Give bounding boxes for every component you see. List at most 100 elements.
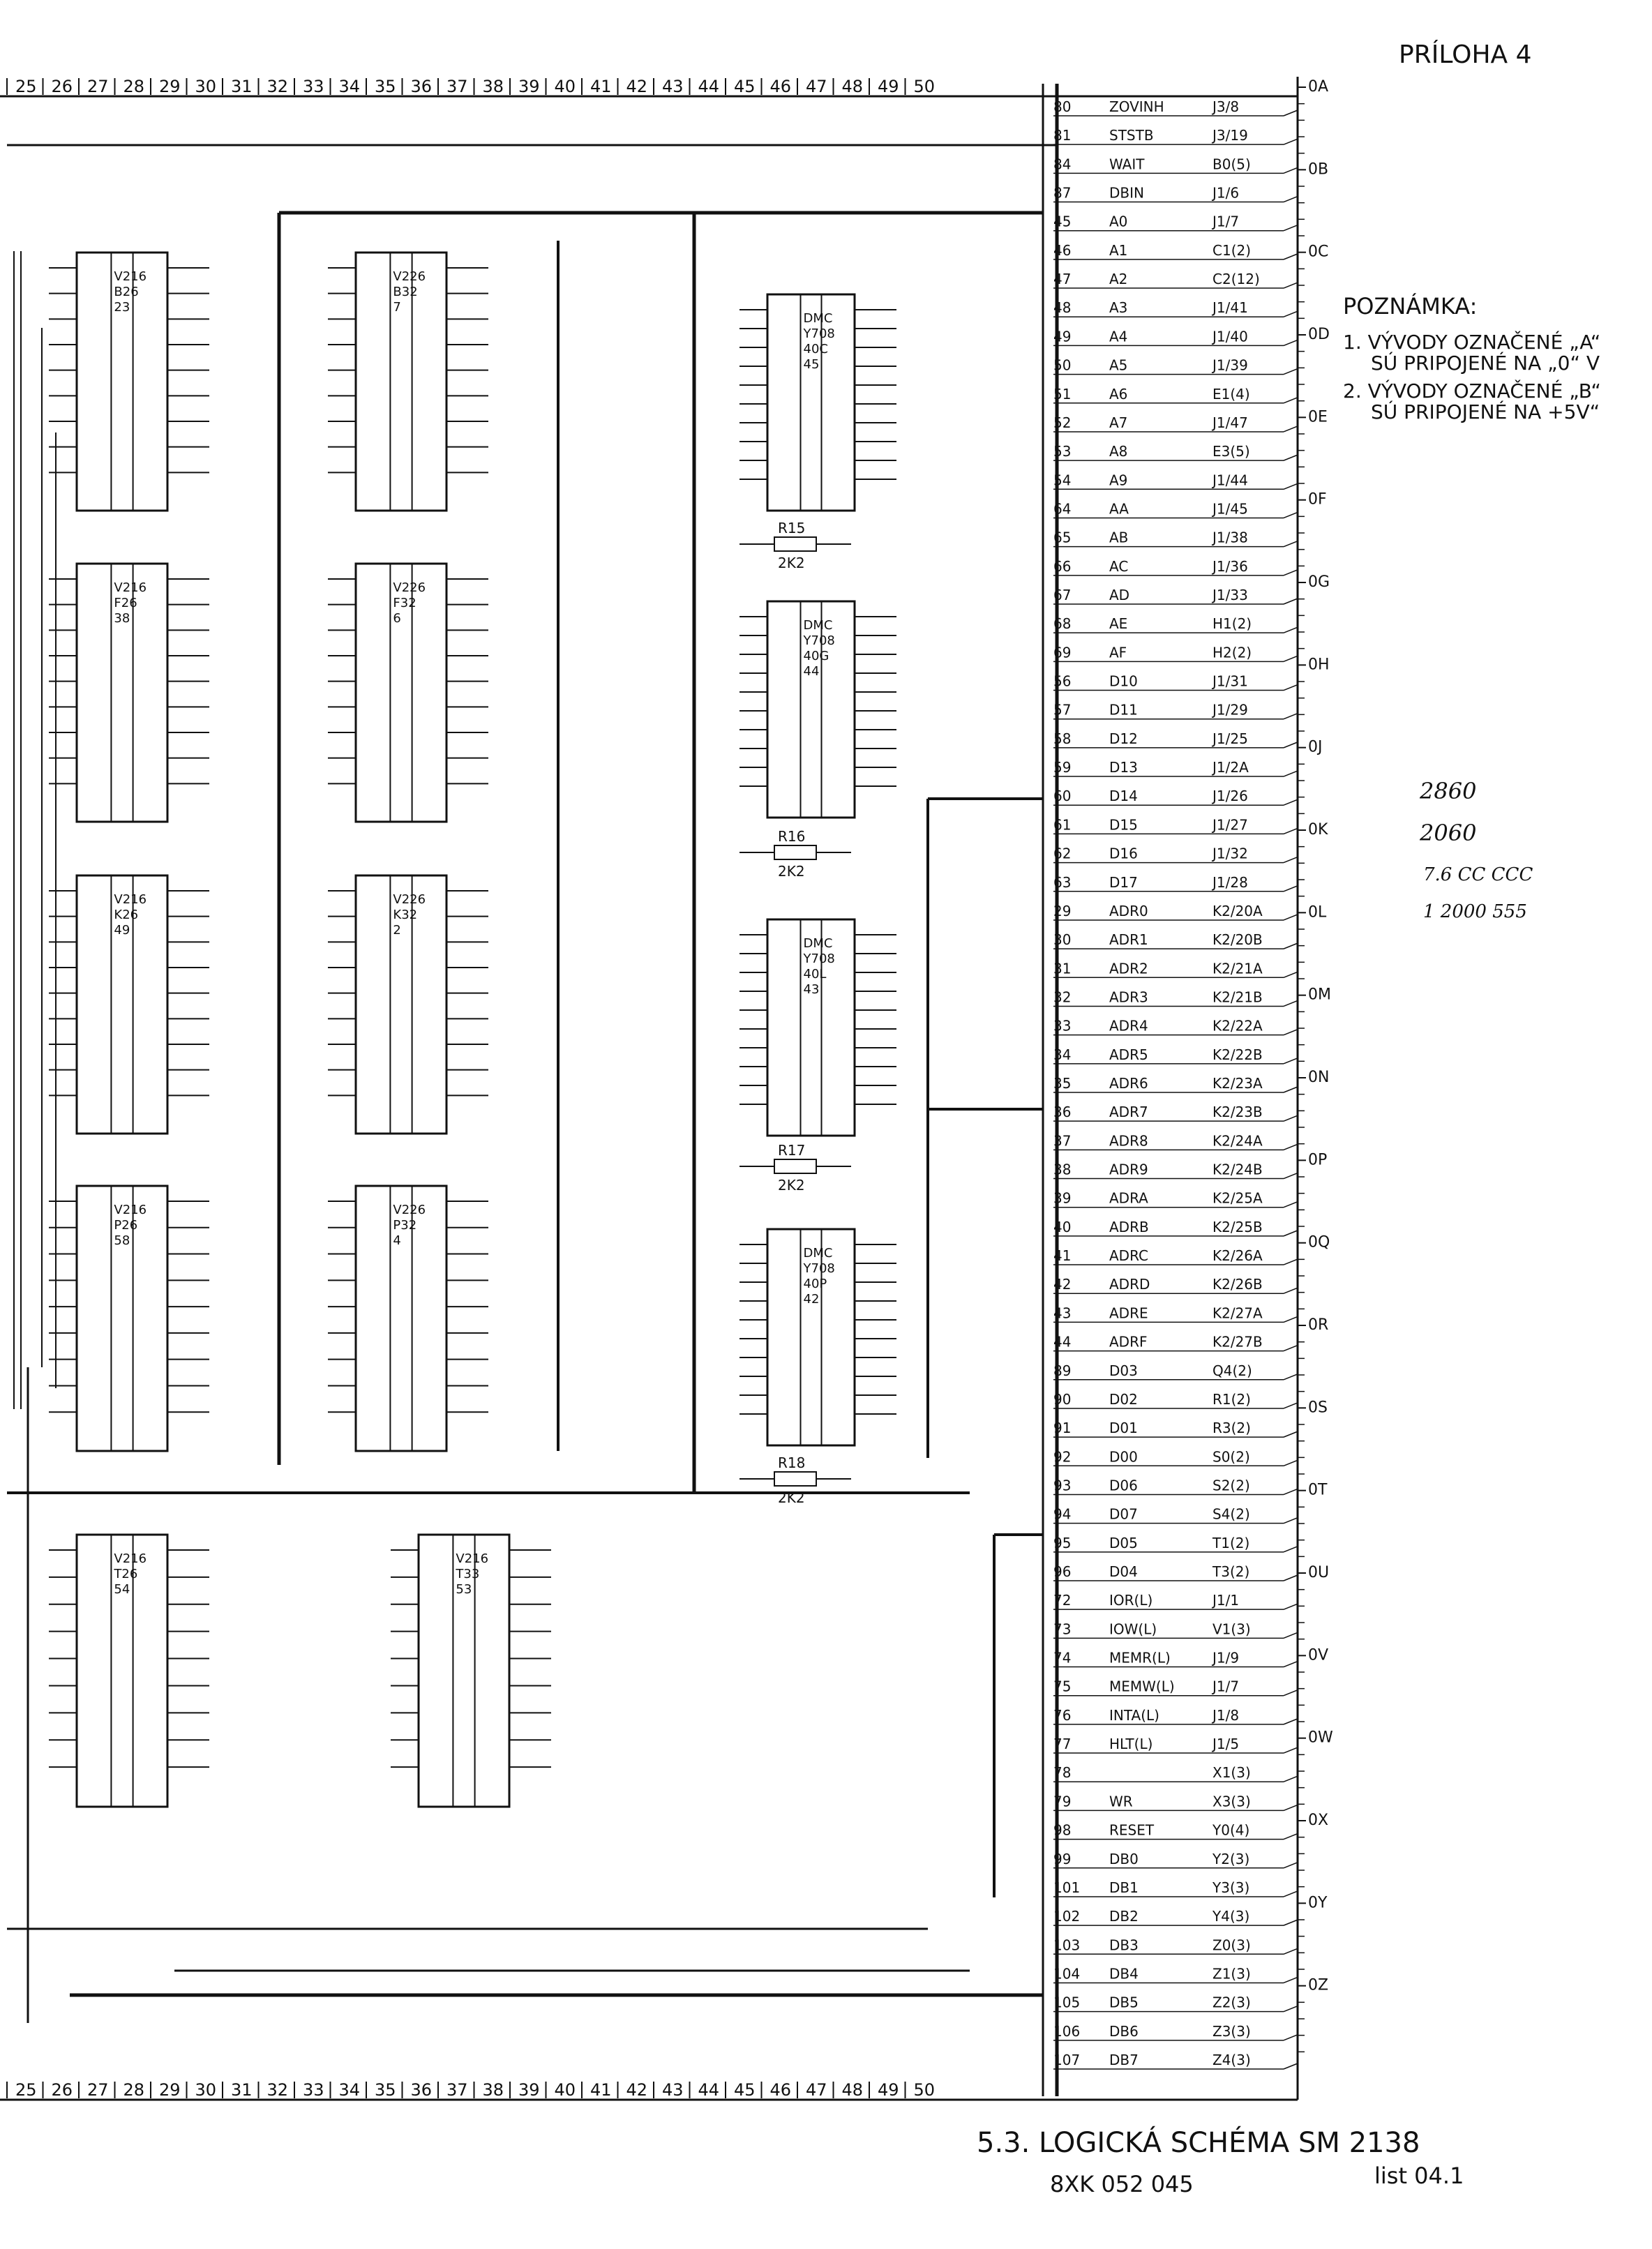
connector-destination: J1/6 <box>1211 185 1239 202</box>
connector-pin: 60 <box>1053 788 1071 804</box>
ruler-top-label: 33 <box>303 77 324 96</box>
connector-destination: K2/21A <box>1212 960 1263 977</box>
connector-group-marker: 0R <box>1308 1316 1328 1334</box>
connector-signal: D17 <box>1109 874 1138 891</box>
chip-label: Y708 <box>803 326 835 341</box>
connector-pin: 40 <box>1053 1219 1071 1235</box>
connector-signal: IOW(L) <box>1109 1620 1157 1637</box>
connector-pin: 91 <box>1053 1420 1071 1436</box>
resistor-name: R18 <box>778 1454 805 1471</box>
connector-signal: D06 <box>1109 1477 1138 1494</box>
chip-label: F32 <box>393 596 416 610</box>
ruler-top-label: 27 <box>87 77 109 96</box>
note-line-1b: SÚ PRIPOJENÉ NA „0“ V <box>1371 351 1600 375</box>
connector-arrow <box>1283 110 1298 116</box>
connector-pin: 90 <box>1053 1391 1071 1408</box>
connector-group-marker: 0X <box>1308 1812 1328 1829</box>
chip-label: 53 <box>456 1582 472 1597</box>
connector-pin: 53 <box>1053 443 1071 460</box>
ruler-top-label: 44 <box>698 77 720 96</box>
ruler-top-label: 34 <box>339 77 361 96</box>
connector-signal: DB0 <box>1109 1851 1139 1867</box>
connector-signal: A5 <box>1109 357 1127 374</box>
connector-pin: 84 <box>1053 156 1071 172</box>
chip-label: DMC <box>804 936 833 951</box>
connector-pin: 78 <box>1053 1764 1071 1781</box>
connector-pin: 35 <box>1053 1075 1071 1092</box>
connector-destination: R3(2) <box>1212 1420 1251 1436</box>
connector-arrow <box>1283 1718 1298 1725</box>
connector-group-marker: 0H <box>1308 656 1330 673</box>
connector-signal: ADR7 <box>1109 1104 1148 1120</box>
connector-destination: C2(12) <box>1212 271 1260 287</box>
connector-arrow <box>1283 626 1298 633</box>
connector-pin: 67 <box>1053 587 1071 603</box>
connector-destination: K2/26B <box>1212 1276 1263 1293</box>
ruler-bottom-label: 25 <box>15 2080 37 2100</box>
chip-label: 40P <box>804 1277 827 1291</box>
chip-label: 40C <box>804 342 828 356</box>
connector-arrow <box>1283 397 1298 404</box>
connector-destination: Y4(3) <box>1212 1908 1249 1925</box>
chip-label: 44 <box>804 664 820 679</box>
connector-signal: DB4 <box>1109 1965 1139 1982</box>
note-line-2a: 2. VÝVODY OZNAČENÉ „B“ <box>1343 379 1601 403</box>
connector-signal: ADRD <box>1109 1276 1150 1293</box>
connector-destination: Z0(3) <box>1212 1936 1251 1953</box>
connector-signal: WAIT <box>1109 156 1145 172</box>
connector-group-marker: 0F <box>1308 491 1327 509</box>
connector-signal: D03 <box>1109 1362 1138 1379</box>
connector-signal: DB3 <box>1109 1936 1139 1953</box>
connector-signal: ADRF <box>1109 1334 1147 1351</box>
connector-destination: T1(2) <box>1212 1535 1249 1551</box>
connector-arrow <box>1283 1374 1298 1381</box>
chip-label: K32 <box>393 908 417 922</box>
connector-signal: DB5 <box>1109 1994 1139 2011</box>
chip-label: DMC <box>804 311 833 326</box>
connector-destination: K2/27B <box>1212 1334 1263 1351</box>
connector-arrow <box>1283 598 1298 605</box>
connector-arrow <box>1283 684 1298 691</box>
connector-pin: 73 <box>1053 1620 1071 1637</box>
connector-pin: 44 <box>1053 1334 1071 1351</box>
connector-destination: J1/32 <box>1211 845 1248 862</box>
connector-arrow <box>1283 1488 1298 1496</box>
connector-pin: 58 <box>1053 730 1071 747</box>
connector-pin: 63 <box>1053 874 1071 891</box>
ruler-bottom-label: 41 <box>590 2080 612 2100</box>
connector-signal: D13 <box>1109 759 1138 776</box>
ruler-bottom-label: 35 <box>375 2080 396 2100</box>
chips: V216B2623V226B327V216F2638V226F326V216K2… <box>49 251 896 1808</box>
chip-body <box>75 251 169 512</box>
resistor-body <box>774 536 817 552</box>
connector-arrow <box>1283 1948 1298 1955</box>
chip-body <box>354 1184 448 1452</box>
ruler-top-label: 28 <box>123 77 145 96</box>
ruler-bottom-label: 45 <box>734 2080 756 2100</box>
connector-destination: K2/23A <box>1212 1075 1263 1092</box>
ruler-top-label: 35 <box>375 77 396 96</box>
resistor-name: R15 <box>778 520 805 536</box>
connector-arrow <box>1283 770 1298 777</box>
connector-destination: J1/26 <box>1211 788 1248 804</box>
connector-arrow <box>1283 1603 1298 1610</box>
chip-label: 6 <box>393 611 400 626</box>
connector-signal: ADR5 <box>1109 1046 1148 1063</box>
ruler-top-label: 26 <box>52 77 73 96</box>
chip-label: B32 <box>393 285 417 299</box>
connector-destination: J1/2A <box>1211 759 1249 776</box>
connector-arrow <box>1283 1115 1298 1122</box>
connector-pin: 94 <box>1053 1506 1071 1523</box>
ruler-bottom-label: 49 <box>878 2080 899 2100</box>
connector-destination: Y3(3) <box>1212 1879 1249 1896</box>
connector-arrow <box>1283 339 1298 347</box>
connector-signal: A9 <box>1109 472 1127 488</box>
connector-group-marker: 0J <box>1308 739 1323 756</box>
chip-label: 4 <box>393 1233 400 1248</box>
ruler-bottom-label: 29 <box>159 2080 181 2100</box>
connector-pin: 105 <box>1053 1994 1080 2011</box>
connector-signal: D04 <box>1109 1563 1138 1580</box>
resistor-value: 2K2 <box>778 863 805 880</box>
note-line-2b: SÚ PRIPOJENÉ NA +5V“ <box>1371 400 1600 423</box>
